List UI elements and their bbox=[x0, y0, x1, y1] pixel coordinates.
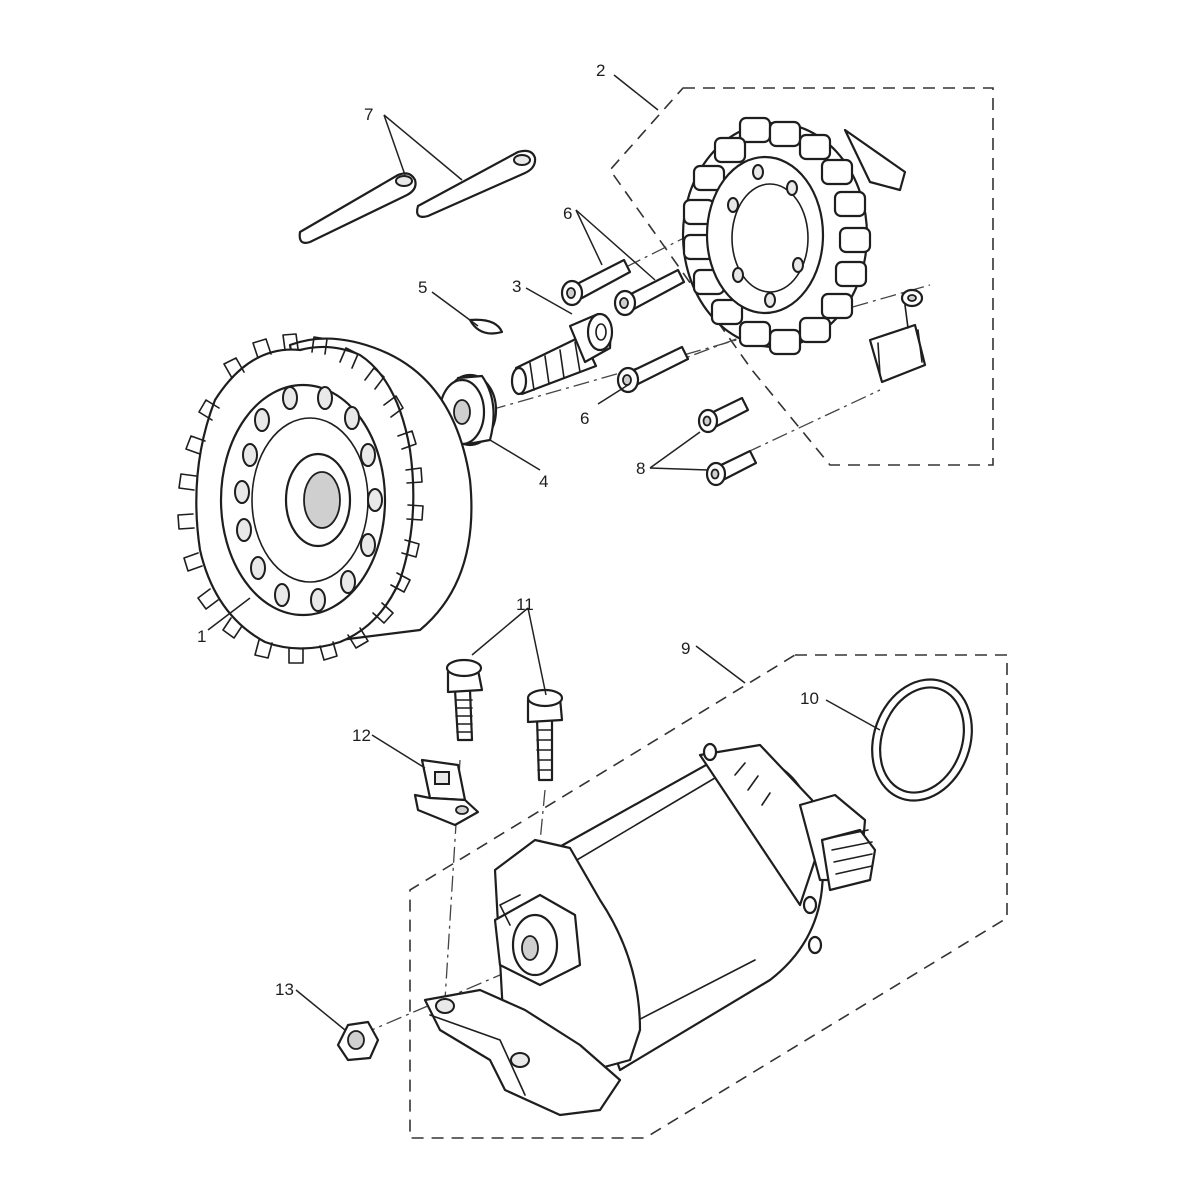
callout-6-upper: 6 bbox=[563, 204, 572, 223]
callout-8: 8 bbox=[636, 459, 645, 478]
stator-part-2 bbox=[681, 116, 927, 384]
nut-part-13 bbox=[336, 1020, 380, 1062]
callout-7: 7 bbox=[364, 105, 373, 124]
leader-lines bbox=[207, 74, 881, 1031]
callout-6-lower: 6 bbox=[580, 409, 589, 428]
callout-12: 12 bbox=[352, 726, 371, 745]
flywheel-bolt-part-3 bbox=[510, 312, 614, 396]
starter-motor-part-9 bbox=[423, 742, 877, 1117]
o-ring-part-10 bbox=[871, 678, 973, 802]
callout-1: 1 bbox=[197, 627, 206, 646]
stator-group-box bbox=[608, 87, 994, 466]
callout-11: 11 bbox=[516, 595, 534, 614]
callout-10: 10 bbox=[800, 689, 819, 708]
strap-part-7 bbox=[298, 149, 537, 244]
callout-5: 5 bbox=[418, 278, 427, 297]
woodruff-key-part-5 bbox=[468, 318, 504, 335]
callout-4: 4 bbox=[539, 472, 548, 491]
nut-axis-line bbox=[359, 974, 501, 1036]
bolts-part-11 bbox=[445, 658, 564, 782]
callout-2: 2 bbox=[596, 61, 605, 80]
flywheel-part-1 bbox=[177, 333, 473, 664]
bolts-part-6 bbox=[560, 258, 690, 394]
callout-9: 9 bbox=[681, 639, 690, 658]
bracket-part-12 bbox=[413, 758, 480, 827]
callout-3: 3 bbox=[512, 277, 521, 296]
axis-line bbox=[489, 284, 931, 411]
callout-13: 13 bbox=[275, 980, 294, 999]
bolts-part-8 bbox=[697, 396, 758, 487]
starter-motor-group-box bbox=[409, 654, 1008, 1139]
